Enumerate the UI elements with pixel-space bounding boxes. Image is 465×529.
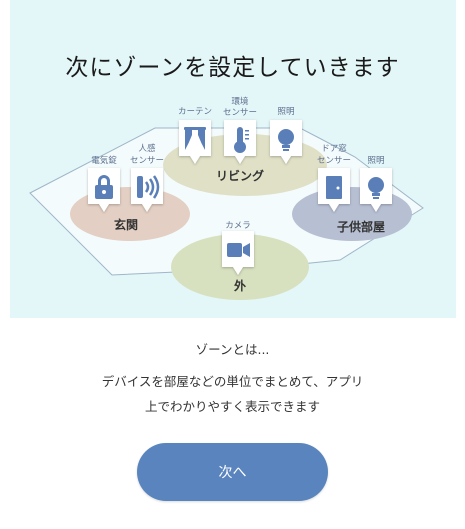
next-button[interactable]: 次へ <box>137 443 328 501</box>
curtain-icon <box>184 127 206 150</box>
zone-label-kids-room: 子供部屋 <box>337 219 385 234</box>
light-bulb-icon <box>278 129 294 151</box>
lock-pin <box>88 168 120 212</box>
kids-light-pin <box>360 168 392 212</box>
device-label-env-sensor-1: 環境 <box>231 96 249 107</box>
env-sensor-pin <box>224 120 256 164</box>
zone-explanation-heading: ゾーンとは... <box>195 342 270 357</box>
door-sensor-pin <box>318 168 350 212</box>
motion-sensor-icon <box>137 175 160 199</box>
living-light-pin <box>270 120 302 164</box>
page-title: 次にゾーンを設定していきます <box>65 55 400 81</box>
device-label-env-sensor-2: センサー <box>223 108 257 118</box>
zone-map-illustration: リビング 玄関 子供部屋 外 カーテン 環境 センサー 照明 電気錠 人感 セン… <box>29 96 424 300</box>
device-label-kids-light: 照明 <box>367 156 384 166</box>
light-bulb-icon <box>368 177 384 199</box>
device-label-motion-2: センサー <box>130 156 164 166</box>
device-label-motion-1: 人感 <box>138 143 156 154</box>
device-label-door-1: ドア窓 <box>321 143 347 154</box>
curtain-pin <box>179 120 211 164</box>
device-label-living-light: 照明 <box>277 107 294 117</box>
zone-label-living: リビング <box>216 168 264 183</box>
device-label-lock: 電気錠 <box>91 155 117 166</box>
camera-pin <box>222 231 254 275</box>
thermometer-icon <box>234 127 249 153</box>
zone-label-outside: 外 <box>234 278 246 293</box>
device-label-camera: カメラ <box>225 221 251 231</box>
zone-label-entrance: 玄関 <box>114 217 138 232</box>
zone-explanation-line-1: デバイスを部屋などの単位でまとめて、アプリ <box>101 374 364 389</box>
zone-explanation-line-2: 上でわかりやすく表示できます <box>144 399 320 414</box>
video-camera-icon <box>227 243 250 257</box>
door-icon <box>326 176 342 199</box>
motion-sensor-pin <box>131 168 163 212</box>
device-label-door-2: センサー <box>317 156 351 166</box>
device-label-curtain: カーテン <box>178 107 212 117</box>
